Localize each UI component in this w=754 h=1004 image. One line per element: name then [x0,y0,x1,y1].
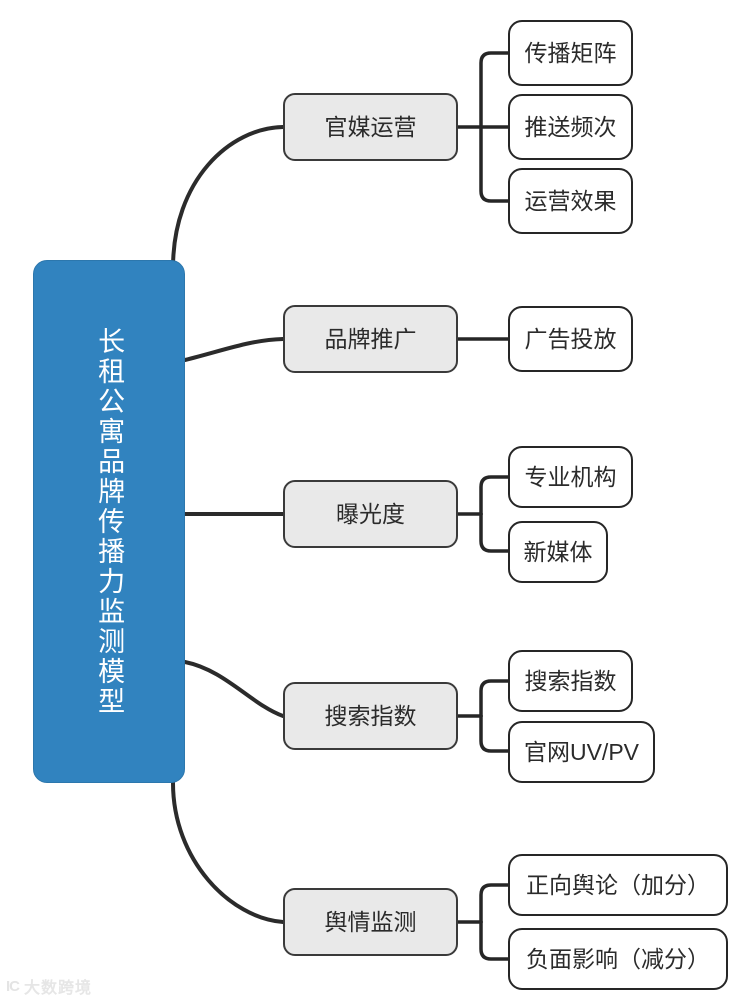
leaf-node-5-1-label: 正向舆论（加分） [526,871,710,898]
leaf-node-1-2-label: 推送频次 [524,113,617,140]
link-root-to-branch-1 [171,125,285,270]
branch-node-3-label: 曝光度 [336,500,405,527]
link-root-to-branch-4 [183,660,285,718]
watermark-text: 大数跨境 [24,980,93,997]
bracket-branch-1-top [479,51,510,129]
bracket-branch-5-top [479,883,510,924]
branch-node-1-label: 官媒运营 [324,113,417,140]
leaf-node-4-2[interactable]: 官网UV/PV [508,721,655,783]
branch-node-1[interactable]: 官媒运营 [283,93,458,161]
watermark-logo-icon: IC [6,977,20,995]
leaf-node-5-2-label: 负面影响（减分） [526,945,710,972]
branch-node-3[interactable]: 曝光度 [283,480,458,548]
leaf-node-2-1-label: 广告投放 [524,325,617,352]
leaf-node-1-1[interactable]: 传播矩阵 [508,20,633,86]
leaf-node-4-1[interactable]: 搜索指数 [508,650,633,712]
leaf-node-5-2[interactable]: 负面影响（减分） [508,928,728,990]
leaf-node-2-1[interactable]: 广告投放 [508,306,633,372]
leaf-node-3-1-label: 专业机构 [524,463,617,490]
branch-node-4-label: 搜索指数 [324,702,417,729]
watermark: IC 大数跨境 [6,974,92,998]
bracket-branch-5-bot [479,920,510,961]
branch-node-5-label: 舆情监测 [324,908,417,935]
leaf-node-3-1[interactable]: 专业机构 [508,446,633,508]
root-node[interactable]: 长租公寓品牌传播力监测模型 [33,260,185,783]
branch-node-2-label: 品牌推广 [324,325,417,352]
leaf-node-1-3[interactable]: 运营效果 [508,168,633,234]
leaf-node-3-2-label: 新媒体 [523,538,593,565]
leaf-node-3-2[interactable]: 新媒体 [508,521,608,583]
branch-node-5[interactable]: 舆情监测 [283,888,458,956]
bracket-branch-3-top [479,475,510,516]
bracket-branch-3-bot [479,512,510,553]
leaf-node-5-1[interactable]: 正向舆论（加分） [508,854,728,916]
link-root-to-branch-2 [183,337,285,362]
branch-node-4[interactable]: 搜索指数 [283,682,458,750]
leaf-node-4-2-label: 官网UV/PV [523,738,640,765]
root-node-label: 长租公寓品牌传播力监测模型 [94,326,125,717]
branch-node-2[interactable]: 品牌推广 [283,305,458,373]
leaf-node-1-2[interactable]: 推送频次 [508,94,633,160]
bracket-branch-1-bot [479,125,510,203]
leaf-node-4-1-label: 搜索指数 [524,667,617,694]
leaf-node-1-1-label: 传播矩阵 [524,39,617,66]
link-root-to-branch-5 [171,781,285,924]
leaf-node-1-3-label: 运营效果 [524,187,617,214]
bracket-branch-4-bot [479,714,510,753]
bracket-branch-4-top [479,679,510,718]
